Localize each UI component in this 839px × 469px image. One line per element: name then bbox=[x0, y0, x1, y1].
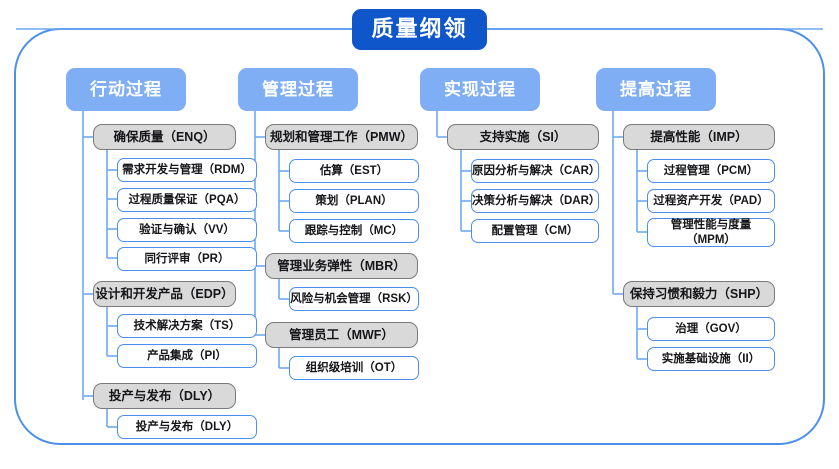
group-box-enq[interactable]: 确保质量（ENQ） bbox=[93, 124, 236, 150]
column-header-action[interactable]: 行动过程 bbox=[66, 68, 186, 111]
group-box-si[interactable]: 支持实施（SI） bbox=[447, 124, 599, 150]
leaf-box-vv[interactable]: 验证与确认（VV） bbox=[117, 218, 257, 242]
leaf-box-pr[interactable]: 同行评审（PR） bbox=[117, 247, 257, 271]
leaf-box-pi[interactable]: 产品集成（PI） bbox=[117, 344, 257, 368]
leaf-box-rdm[interactable]: 需求开发与管理（RDM） bbox=[117, 158, 257, 182]
group-box-pmw[interactable]: 规划和管理工作（PMW） bbox=[265, 124, 418, 150]
group-box-mwf[interactable]: 管理员工（MWF） bbox=[265, 322, 418, 348]
leaf-box-gov[interactable]: 治理（GOV） bbox=[647, 317, 775, 341]
leaf-box-ts[interactable]: 技术解决方案（TS） bbox=[117, 314, 257, 338]
group-box-dly[interactable]: 投产与发布（DLY） bbox=[93, 383, 236, 409]
group-box-mbr[interactable]: 管理业务弹性（MBR） bbox=[265, 253, 418, 279]
leaf-box-dly[interactable]: 投产与发布（DLY） bbox=[117, 415, 257, 439]
leaf-box-pad[interactable]: 过程资产开发（PAD） bbox=[647, 189, 775, 213]
leaf-box-ii[interactable]: 实施基础设施（II） bbox=[647, 347, 775, 371]
leaf-box-car[interactable]: 原因分析与解决（CAR） bbox=[471, 159, 600, 183]
diagram-title[interactable]: 质量纲领 bbox=[352, 9, 487, 50]
leaf-box-est[interactable]: 估算（EST） bbox=[289, 159, 419, 183]
leaf-box-ot[interactable]: 组织级培训（OT） bbox=[289, 356, 419, 380]
column-header-improve[interactable]: 提高过程 bbox=[596, 68, 716, 111]
column-header-implement[interactable]: 实现过程 bbox=[420, 68, 540, 111]
leaf-box-pcm[interactable]: 过程管理（PCM） bbox=[647, 159, 775, 183]
group-box-imp[interactable]: 提高性能（IMP） bbox=[623, 124, 775, 150]
leaf-box-cm[interactable]: 配置管理（CM） bbox=[471, 219, 599, 243]
group-box-edp[interactable]: 设计和开发产品（EDP） bbox=[93, 281, 236, 307]
leaf-box-mpm[interactable]: 管理性能与度量 （MPM） bbox=[647, 218, 775, 247]
column-header-manage[interactable]: 管理过程 bbox=[238, 68, 358, 111]
leaf-box-plan[interactable]: 策划（PLAN） bbox=[289, 189, 419, 213]
leaf-box-mc[interactable]: 跟踪与控制（MC） bbox=[289, 219, 419, 243]
group-box-shp[interactable]: 保持习惯和毅力（SHP） bbox=[623, 281, 775, 307]
leaf-box-pqa[interactable]: 过程质量保证（PQA） bbox=[117, 188, 257, 212]
leaf-box-rsk[interactable]: 风险与机会管理（RSK） bbox=[289, 287, 419, 311]
leaf-box-dar[interactable]: 决策分析与解决（DAR） bbox=[471, 189, 600, 213]
